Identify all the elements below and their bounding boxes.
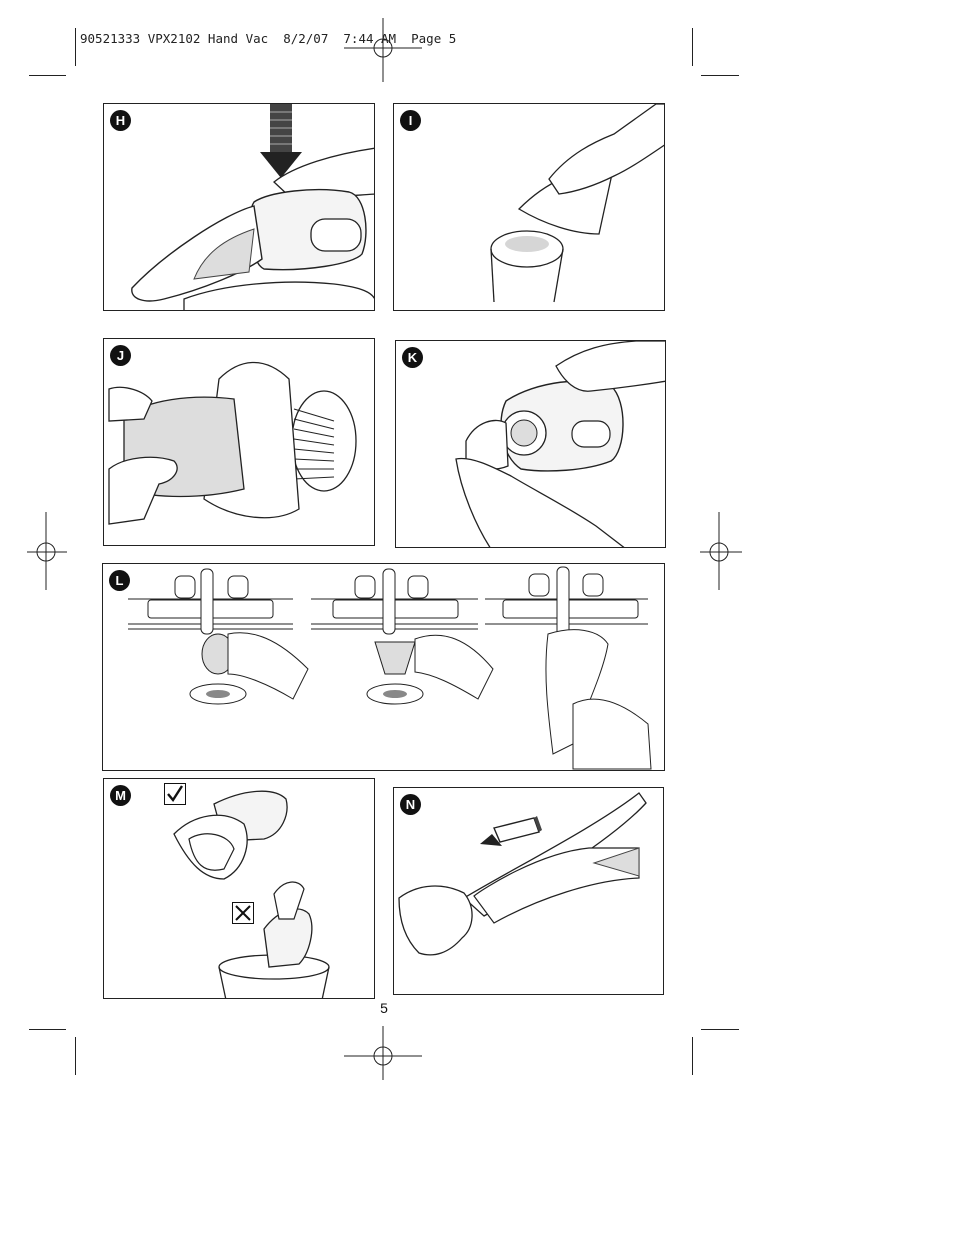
cross-mark-icon [232,902,254,924]
panel-i: I [393,103,665,311]
check-mark-icon [164,783,186,805]
panel-k: K [395,340,666,548]
remove-crevice-tool-illustration [398,792,647,956]
sink-scene-2 [311,568,494,705]
crop-mark [692,28,693,66]
arrow-down-icon [260,104,302,178]
arrow-left-icon [480,816,542,846]
crop-mark [692,1037,693,1075]
sink-scene-1 [128,568,309,705]
step-badge-j: J [110,345,131,366]
panel-n: N [393,787,664,995]
step-badge-l: L [109,570,130,591]
step-badge-h: H [110,110,131,131]
open-bowl-illustration [455,341,665,547]
clean-exterior-illustration [173,790,330,998]
crop-mark [29,75,66,76]
wash-filter-illustration [128,566,652,770]
panel-h: H [103,103,375,311]
registration-mark-icon [27,512,67,590]
printer-slug: 90521333 VPX2102 Hand Vac 8/2/07 7:44 AM… [80,31,457,46]
panel-m: M [103,778,375,999]
step-badge-m: M [110,785,131,806]
remove-filter-illustration [108,361,357,525]
empty-debris-into-bin-illustration [490,104,664,303]
panel-j: J [103,338,375,546]
crop-mark [29,1029,66,1030]
panel-l: L [102,563,665,771]
crop-mark [701,1029,739,1030]
registration-mark-icon [344,18,422,82]
registration-mark-icon [344,1026,422,1080]
step-badge-i: I [400,110,421,131]
registration-mark-icon [700,512,742,590]
step-badge-n: N [400,794,421,815]
sink-scene-3 [485,566,652,770]
page-number: 5 [380,1000,388,1016]
empty-dustbowl-illustration [131,104,374,310]
crop-mark [701,75,739,76]
step-badge-k: K [402,347,423,368]
crop-mark [75,1037,76,1075]
crop-mark [75,28,76,66]
